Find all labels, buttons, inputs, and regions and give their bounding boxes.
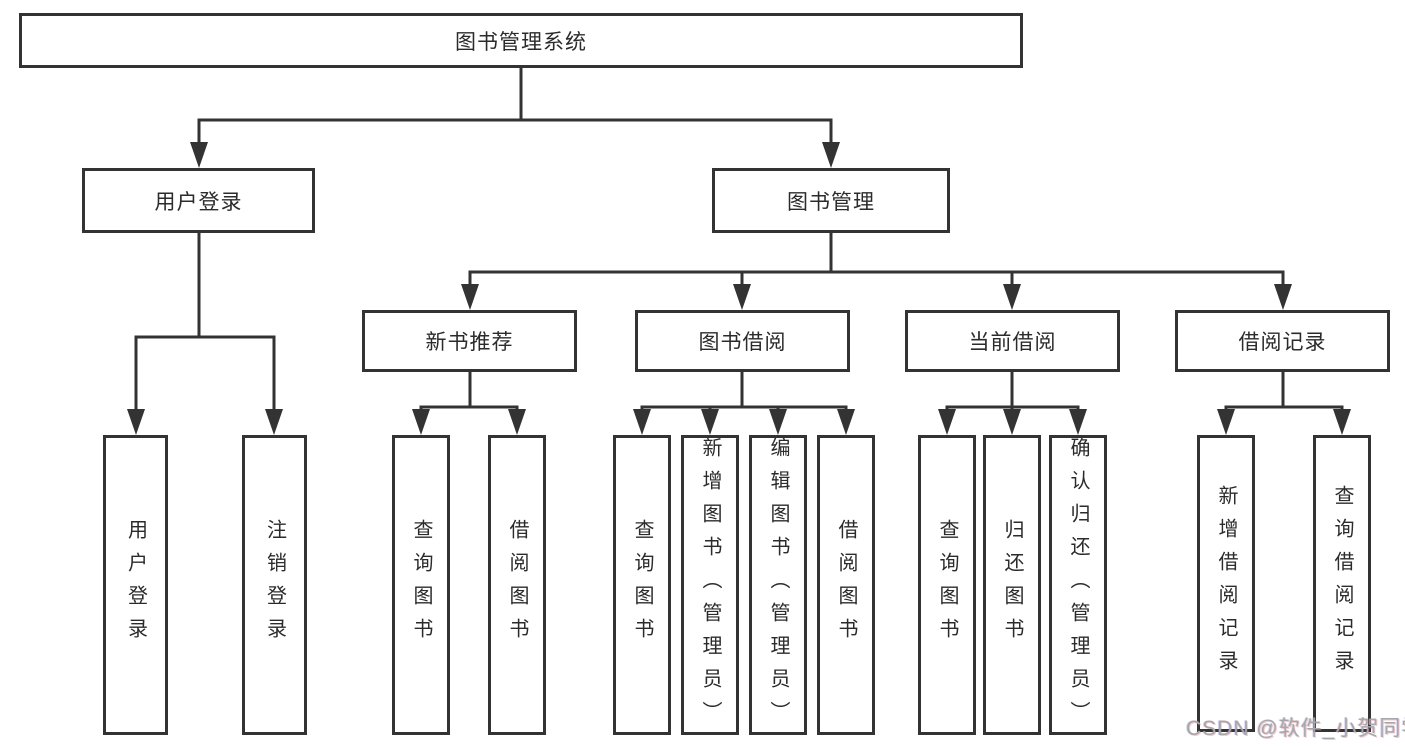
leaf-add-borrow-record: 新增借阅记录 [1197,435,1255,732]
node-label: 借阅记录 [1238,331,1327,354]
node-book-management: 图书管理 [712,168,950,233]
leaf-label: 编辑图书（管理员） [767,436,789,734]
leaf-label: 查询图书 [410,519,432,651]
leaf-label: 用户登录 [124,519,147,651]
leaf-query-books-current: 查询图书 [918,435,976,735]
leaf-edit-books-admin: 编辑图书（管理员） [749,435,807,735]
leaf-label: 新增图书（管理员） [699,436,721,734]
node-label: 图书管理 [787,190,875,214]
leaf-label: 查询图书 [631,519,653,651]
leaf-label: 查询图书 [936,519,958,651]
leaf-add-books-admin: 新增图书（管理员） [681,435,739,735]
node-borrow-records: 借阅记录 [1175,310,1390,372]
leaf-borrow-books-newbooks: 借阅图书 [488,435,546,735]
leaf-label: 借阅图书 [506,519,528,651]
csdn-watermark: CSDN @软件_小贺同学 [1186,717,1405,740]
node-current-borrowing: 当前借阅 [905,310,1120,372]
node-label: 新书推荐 [425,331,514,354]
leaf-label: 查询借阅记录 [1331,484,1353,683]
leaf-query-books-newbooks: 查询图书 [392,435,450,735]
leaf-logout: 注销登录 [242,435,307,735]
node-book-borrowing: 图书借阅 [635,310,850,372]
leaf-label: 新增借阅记录 [1215,484,1237,683]
leaf-label: 归还图书 [1001,519,1023,651]
leaf-return-books: 归还图书 [983,435,1041,735]
leaf-query-books-borrowing: 查询图书 [613,435,671,735]
node-book-management-system: 图书管理系统 [19,13,1023,68]
leaf-query-borrow-record: 查询借阅记录 [1313,435,1371,732]
leaf-label: 借阅图书 [835,519,857,651]
node-new-book-recommend: 新书推荐 [362,310,577,372]
node-label: 图书管理系统 [455,30,587,54]
node-label: 用户登录 [154,190,243,214]
leaf-user-login: 用户登录 [103,435,168,735]
node-label: 当前借阅 [968,331,1057,354]
leaf-confirm-return-admin: 确认归还（管理员） [1049,435,1107,735]
leaf-label: 确认归还（管理员） [1067,436,1089,734]
node-label: 图书借阅 [698,331,787,354]
node-user-login: 用户登录 [82,168,315,233]
leaf-label: 注销登录 [263,519,286,651]
leaf-borrow-books-borrowing: 借阅图书 [817,435,875,735]
